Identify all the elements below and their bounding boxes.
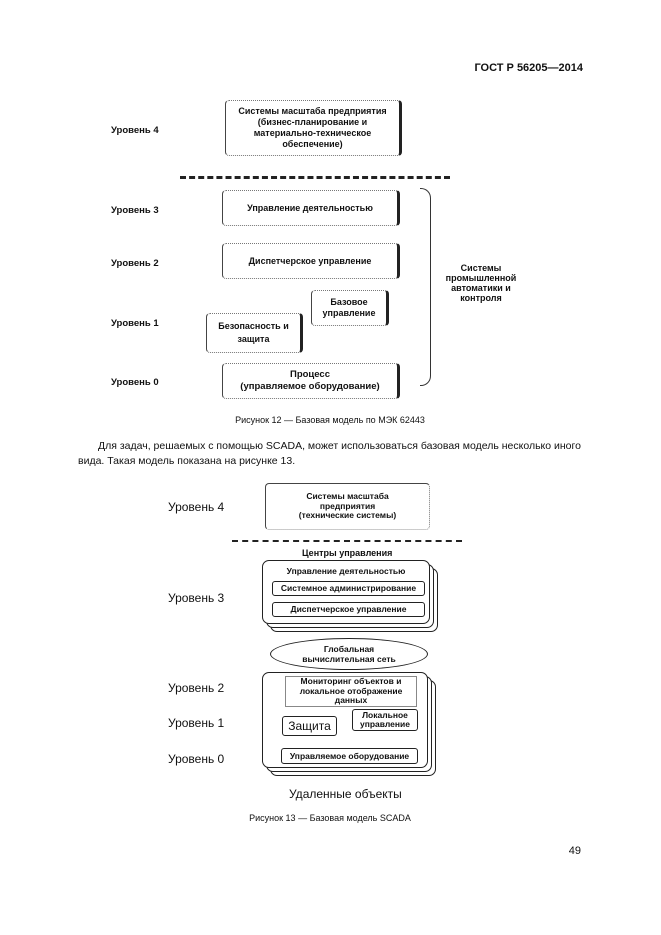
fig12-enterprise-box: Системы масштаба предприятия (бизнес-пла… xyxy=(225,100,402,156)
fig12-level-2-label: Уровень 2 xyxy=(111,258,159,269)
document-standard-number: ГОСТ Р 56205—2014 xyxy=(474,62,583,74)
fig13-local-control-line-1: Локальное xyxy=(362,710,408,720)
fig13-enterprise-line-3: (технические системы) xyxy=(298,510,397,521)
fig13-enterprise-box: Системы масштаба предприятия (технически… xyxy=(265,483,430,530)
fig12-operations-box: Управление деятельностью xyxy=(222,190,400,226)
fig13-local-control-line-2: управление xyxy=(360,719,410,729)
fig12-basic-control-line-1: Базовое xyxy=(330,297,368,307)
fig12-brace-label-line-3: автоматики и xyxy=(451,283,511,293)
fig13-dispatch-box: Диспетчерское управление xyxy=(272,602,425,617)
fig12-brace-label-line-2: промышленной xyxy=(445,273,517,283)
fig13-monitoring-line-2: локальное отображение xyxy=(299,685,403,696)
fig13-monitoring-line-1: Мониторинг объектов и xyxy=(300,676,402,686)
fig12-brace-label: Системы промышленной автоматики и контро… xyxy=(436,263,526,303)
fig13-separator-dashes xyxy=(232,540,462,542)
fig12-brace-label-line-4: контроля xyxy=(460,293,502,303)
body-paragraph: Для задач, решаемых с помощью SCADA, мож… xyxy=(78,440,581,467)
fig13-caption: Рисунок 13 — Базовая модель SCADA xyxy=(249,813,411,823)
fig13-enterprise-line-2: предприятия xyxy=(319,500,376,511)
fig12-brace-label-line-1: Системы xyxy=(460,263,502,273)
fig13-control-center-front: Управление деятельностью Системное админ… xyxy=(262,560,430,624)
fig13-enterprise-line-1: Системы масштаба xyxy=(306,491,389,502)
fig13-remote-sites-label: Удаленные объекты xyxy=(289,787,402,801)
fig13-control-centers-label: Центры управления xyxy=(302,548,393,558)
fig13-sysadmin-box: Системное администрирование xyxy=(272,581,425,596)
fig13-local-control-box: Локальное управление xyxy=(352,709,418,731)
fig13-wan-line-1: Глобальная xyxy=(323,644,375,654)
page-number: 49 xyxy=(568,845,581,857)
fig12-enterprise-line-2: (бизнес-планирование и xyxy=(257,117,368,127)
fig12-enterprise-line-4: обеспечение) xyxy=(282,139,343,149)
fig12-dispatch-box: Диспетчерское управление xyxy=(222,243,400,279)
fig13-protection-box: Защита xyxy=(282,716,337,736)
fig13-wan-line-2: вычислительная сеть xyxy=(302,654,396,664)
fig12-safety-line-2: защита xyxy=(237,334,270,344)
fig13-level-0-label: Уровень 0 xyxy=(168,752,225,766)
fig12-process-line-2: (управляемое оборудование) xyxy=(240,381,380,392)
fig12-safety-box: Безопасность и защита xyxy=(206,313,303,353)
fig13-level-3-label: Уровень 3 xyxy=(168,591,225,605)
fig12-caption: Рисунок 12 — Базовая модель по МЭК 62443 xyxy=(235,415,425,425)
fig13-remote-front: Мониторинг объектов и локальное отображе… xyxy=(262,672,428,768)
fig12-brace xyxy=(420,188,431,386)
fig12-level-0-label: Уровень 0 xyxy=(111,377,159,388)
fig13-level-4-label: Уровень 4 xyxy=(168,500,225,514)
fig12-basic-control-line-2: управление xyxy=(322,308,376,318)
fig13-wan-ellipse: Глобальная вычислительная сеть xyxy=(270,638,428,670)
fig12-level-4-label: Уровень 4 xyxy=(111,125,159,136)
fig13-equipment-box: Управляемое оборудование xyxy=(281,748,418,764)
fig12-safety-line-1: Безопасность и xyxy=(218,321,289,331)
fig12-enterprise-line-3: материально-техническое xyxy=(253,128,372,138)
fig12-enterprise-line-1: Системы масштаба предприятия xyxy=(238,106,387,116)
fig12-process-box: Процесс (управляемое оборудование) xyxy=(222,363,400,399)
fig12-level-3-label: Уровень 3 xyxy=(111,205,159,216)
fig13-level-2-label: Уровень 2 xyxy=(168,681,225,695)
fig12-process-line-1: Процесс xyxy=(290,369,330,380)
fig13-monitoring-line-3: данных xyxy=(334,695,368,705)
fig13-monitoring-box: Мониторинг объектов и локальное отображе… xyxy=(285,676,417,707)
fig13-operations-label: Управление деятельностью xyxy=(286,566,406,576)
fig12-basic-control-box: Базовое управление xyxy=(311,290,389,326)
fig12-separator-dashes xyxy=(180,176,450,179)
fig13-level-1-label: Уровень 1 xyxy=(168,716,225,730)
fig12-level-1-label: Уровень 1 xyxy=(111,318,159,329)
